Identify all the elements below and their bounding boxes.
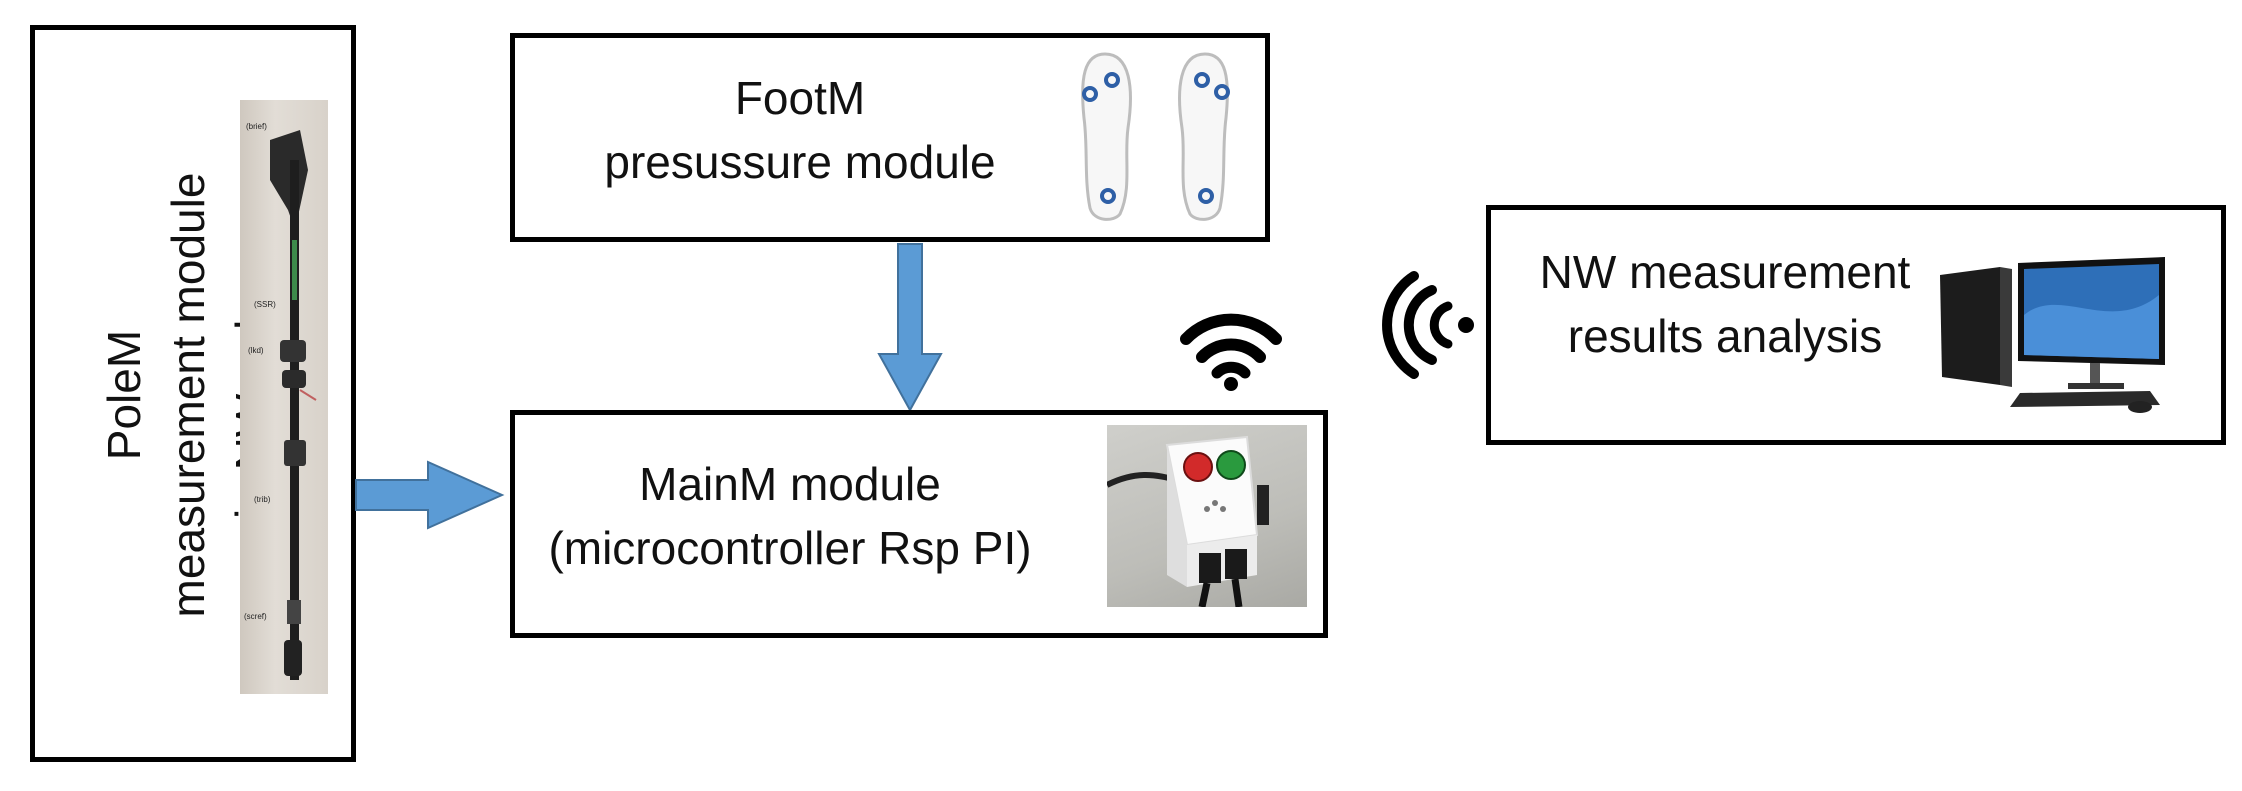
analysis-subtitle: results analysis <box>1567 310 1883 362</box>
mainm-title: MainM module <box>639 458 941 510</box>
wireless-signal-icon <box>1382 271 1474 379</box>
footm-subtitle: presussure module <box>604 136 996 188</box>
pole-label-trib: (trib) <box>254 495 271 504</box>
pole-photo: (brief) (SSR) (lkd) (trib) (scref) <box>240 100 328 694</box>
pole-label-brief: (brief) <box>246 122 267 131</box>
insoles-icon <box>1081 52 1230 221</box>
polem-title: PoleM <box>98 329 150 461</box>
pole-label-scref: (scref) <box>244 612 267 621</box>
raspberry-pi-photo <box>1107 425 1307 607</box>
polem-subtitle: measurement module <box>162 172 214 618</box>
pole-label-lkd: (lkd) <box>248 346 264 355</box>
analysis-label: NW measurement results analysis <box>1505 240 1945 368</box>
wifi-icon <box>1180 313 1282 391</box>
arrow-footm-to-mainm <box>877 243 943 413</box>
arrow-polem-to-mainm <box>355 460 505 530</box>
pole-label-ssr: (SSR) <box>254 300 276 309</box>
footm-title: FootM <box>734 72 866 124</box>
mainm-subtitle: (microcontroller Rsp PI) <box>548 522 1032 574</box>
footm-box <box>510 33 1270 242</box>
device-illustration <box>1107 435 1269 607</box>
footm-label: FootM presussure module <box>560 66 1040 194</box>
pole-illustration <box>270 130 317 680</box>
analysis-title: NW measurement <box>1539 246 1911 298</box>
mainm-label: MainM module (microcontroller Rsp PI) <box>510 452 1070 580</box>
computer-icon <box>1940 257 2165 413</box>
